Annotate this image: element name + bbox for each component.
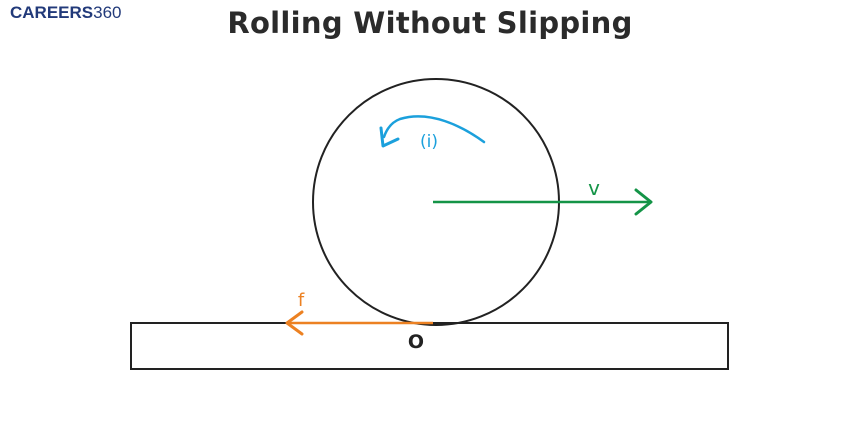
logo-brand-text: CAREERS xyxy=(10,3,94,22)
velocity-label: v xyxy=(588,176,600,200)
rotation-label: (i) xyxy=(420,132,438,152)
velocity-arrow xyxy=(433,188,653,216)
page-title: Rolling Without Slipping xyxy=(227,6,633,40)
friction-arrow xyxy=(285,310,433,336)
logo-number-text: 360 xyxy=(93,3,122,22)
contact-point-label: O xyxy=(408,331,424,353)
ground-surface xyxy=(130,322,729,370)
rotation-arrow xyxy=(379,115,486,148)
friction-label: f xyxy=(298,290,305,311)
careers360-logo: CAREERS360 xyxy=(10,3,122,23)
